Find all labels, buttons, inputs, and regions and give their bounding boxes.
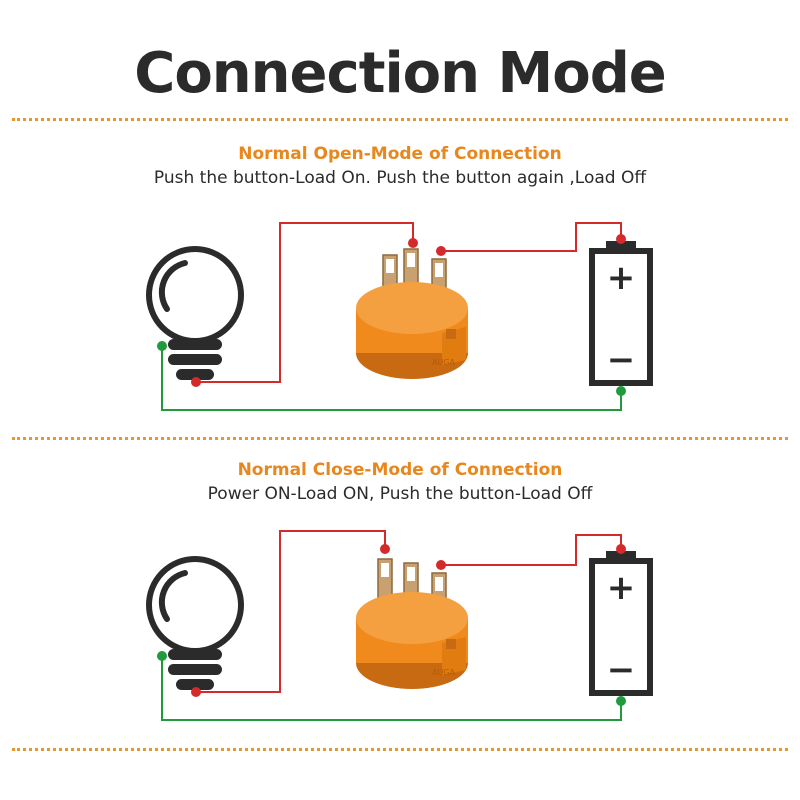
battery-minus-label: −	[607, 340, 636, 380]
page-title: Connection Mode	[134, 41, 667, 106]
red-dot-terminal-1	[408, 238, 418, 248]
divider-middle	[12, 437, 788, 440]
normal-close-diagram: AUGA + −	[146, 530, 653, 721]
red-dot-terminal-2	[436, 560, 446, 570]
push-button-switch-icon: AUGA	[356, 558, 468, 689]
divider-bottom	[12, 748, 788, 751]
normal-close-description: Power ON-Load ON, Push the button-Load O…	[207, 484, 593, 504]
green-wire	[161, 346, 622, 411]
switch-brand-label: AUGA	[432, 668, 456, 677]
red-wire-battery	[441, 222, 622, 252]
red-wire-load	[196, 222, 414, 383]
red-wire-load	[196, 530, 386, 693]
battery-icon: + −	[589, 241, 653, 386]
normal-open-heading: Normal Open-Mode of Connection	[238, 144, 562, 164]
red-dot-terminal-1	[380, 544, 390, 554]
divider-top	[12, 118, 788, 121]
green-dot-battery	[616, 696, 626, 706]
normal-open-description: Push the button-Load On. Push the button…	[153, 168, 647, 188]
red-dot-battery	[616, 544, 626, 554]
light-bulb-icon	[146, 246, 244, 380]
normal-close-heading: Normal Close-Mode of Connection	[237, 460, 563, 480]
green-dot-bulb	[157, 651, 167, 661]
red-dot-bulb	[191, 377, 201, 387]
battery-plus-label: +	[607, 258, 636, 298]
normal-open-diagram: AUGA + −	[146, 222, 653, 411]
red-dot-battery	[616, 234, 626, 244]
red-wire-battery	[441, 534, 622, 566]
switch-brand-label: AUGA	[432, 358, 456, 367]
battery-icon: + −	[589, 551, 653, 696]
battery-plus-label: +	[607, 568, 636, 608]
red-dot-terminal-2	[436, 246, 446, 256]
light-bulb-icon	[146, 556, 244, 690]
push-button-switch-icon: AUGA	[356, 248, 468, 379]
green-wire	[161, 656, 622, 721]
red-dot-bulb	[191, 687, 201, 697]
green-dot-bulb	[157, 341, 167, 351]
green-dot-battery	[616, 386, 626, 396]
battery-minus-label: −	[607, 650, 636, 690]
